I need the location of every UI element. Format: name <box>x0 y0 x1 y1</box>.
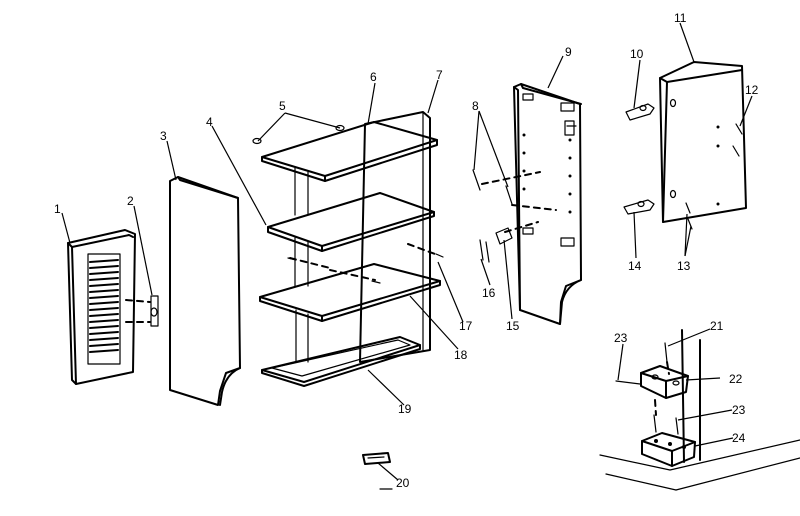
callout-8: 8 <box>472 99 479 113</box>
callout-23-right: 23 <box>732 403 746 417</box>
door-hinges-right <box>623 103 655 215</box>
shelf-upper-middle <box>267 192 435 252</box>
leveler-inset <box>599 329 800 491</box>
callout-7: 7 <box>436 68 443 82</box>
small-plate <box>362 452 393 490</box>
callout-14: 14 <box>628 259 642 273</box>
side-panel-left <box>169 176 241 406</box>
shelf-bottom <box>261 336 421 387</box>
door-screws <box>685 123 743 230</box>
callout-9: 9 <box>565 45 572 59</box>
shelf-lower-middle <box>259 263 441 322</box>
callout-1: 1 <box>54 202 61 216</box>
callout-4: 4 <box>206 115 213 129</box>
callout-23-left: 23 <box>614 331 628 345</box>
back-panel <box>289 111 436 363</box>
door-hinge <box>125 295 159 327</box>
callout-20: 20 <box>396 476 410 490</box>
side-panel-right <box>513 83 582 325</box>
callout-6: 6 <box>370 70 377 84</box>
callout-3: 3 <box>160 129 167 143</box>
callout-15: 15 <box>506 319 520 333</box>
callout-labels: 1 2 3 4 5 6 7 8 9 10 11 12 13 14 15 16 1… <box>54 11 759 490</box>
leader-lines <box>61 22 753 481</box>
callout-21: 21 <box>710 319 724 333</box>
shelf-pins <box>252 124 444 284</box>
callout-19: 19 <box>398 402 412 416</box>
callout-2: 2 <box>127 194 134 208</box>
callout-12: 12 <box>745 83 759 97</box>
louvered-door <box>67 229 136 385</box>
callout-13: 13 <box>677 259 691 273</box>
callout-22: 22 <box>729 372 743 386</box>
callout-5: 5 <box>279 99 286 113</box>
callout-10: 10 <box>630 47 644 61</box>
callout-16: 16 <box>482 286 496 300</box>
callout-11: 11 <box>674 11 687 25</box>
callout-18: 18 <box>454 348 468 362</box>
screws-and-hinge-hardware <box>472 169 557 263</box>
callout-24: 24 <box>732 431 746 445</box>
callout-17: 17 <box>459 319 473 333</box>
shelf-top <box>261 121 438 182</box>
carcass-side-strips <box>294 167 309 363</box>
door-right <box>659 61 747 223</box>
